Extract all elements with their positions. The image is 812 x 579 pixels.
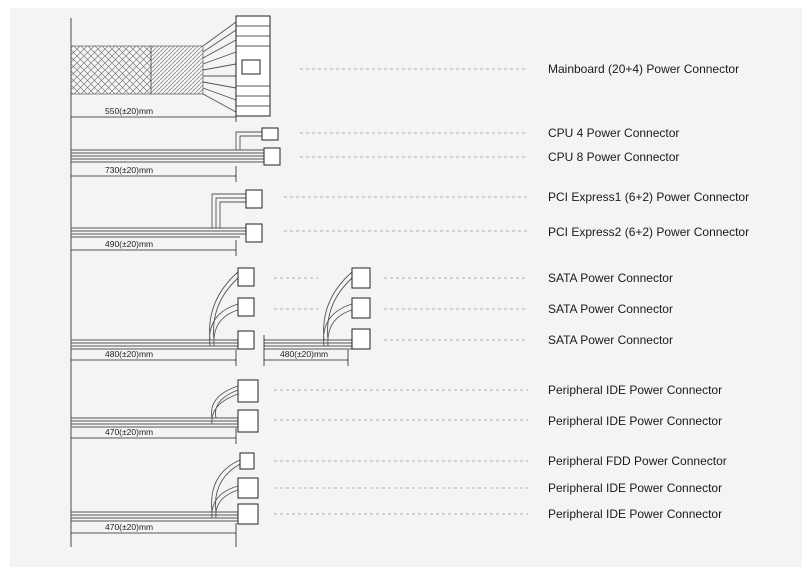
extension-length: 480(±20)mm <box>280 349 328 359</box>
ide-connector <box>237 409 259 433</box>
connector-latch <box>241 59 261 75</box>
cpu-cable: 730(±20)mm CPU 4 Power Connector CPU 8 P… <box>71 126 679 182</box>
sata-connector <box>237 297 255 317</box>
pcie-cable: 490(±20)mm PCI Express1 (6+2) Power Conn… <box>71 189 749 256</box>
cable-bundle <box>71 417 238 428</box>
cable-length: 730(±20)mm <box>105 165 153 175</box>
connector-label: Peripheral IDE Power Connector <box>548 383 722 397</box>
connector-label: PCI Express1 (6+2) Power Connector <box>548 190 749 204</box>
cable-length: 480(±20)mm <box>105 349 153 359</box>
connector-label: SATA Power Connector <box>548 302 673 316</box>
cpu8-connector <box>263 147 281 166</box>
connector-label: SATA Power Connector <box>548 333 673 347</box>
connector-label: Mainboard (20+4) Power Connector <box>548 62 739 76</box>
cable-bundle <box>71 511 238 522</box>
cpu4-connector <box>261 127 279 141</box>
connector-label: CPU 4 Power Connector <box>548 126 679 140</box>
cable-length: 550(±20)mm <box>105 106 153 116</box>
extension-bundle <box>264 339 352 350</box>
sata-connector <box>237 267 255 287</box>
connector-label: Peripheral FDD Power Connector <box>548 454 727 468</box>
sata-cable: 480(±20)mm 480(±20)mm SATA Power Connect… <box>71 267 673 366</box>
pcie1-connector <box>245 189 263 209</box>
sata-connector <box>351 267 371 289</box>
sata-connector <box>351 297 371 319</box>
peripheral-fdd-ide-cable: 470(±20)mm Peripheral FDD Power Connecto… <box>71 452 727 547</box>
fdd-connector <box>239 452 255 470</box>
cable-length: 470(±20)mm <box>105 522 153 532</box>
fanout-wires <box>202 21 237 113</box>
ide-connector <box>237 379 259 403</box>
ide-connector <box>237 503 259 525</box>
pcie2-connector <box>245 223 263 243</box>
sata-connector <box>237 330 255 350</box>
peripheral-ide-cable: 470(±20)mm Peripheral IDE Power Connecto… <box>71 379 722 444</box>
ide-connector <box>237 477 259 499</box>
cable-bundle <box>71 227 240 238</box>
cable-bundle <box>71 149 232 163</box>
connector-label: SATA Power Connector <box>548 271 673 285</box>
connector-label: PCI Express2 (6+2) Power Connector <box>548 225 749 239</box>
connector-label: CPU 8 Power Connector <box>548 150 679 164</box>
cable-length: 470(±20)mm <box>105 427 153 437</box>
mainboard-cable: 550(±20)mm Mainboard (20+4) Power Connec… <box>70 15 739 122</box>
diagram-panel <box>10 8 802 567</box>
connector-label: Peripheral IDE Power Connector <box>548 414 722 428</box>
cable-length: 490(±20)mm <box>105 239 153 249</box>
sata-connector <box>351 328 371 350</box>
braided-sleeve <box>70 45 152 95</box>
connector-label: Peripheral IDE Power Connector <box>548 507 722 521</box>
cable-bundle <box>71 339 238 350</box>
connector-label: Peripheral IDE Power Connector <box>548 481 722 495</box>
shrink-sleeve <box>150 45 204 95</box>
